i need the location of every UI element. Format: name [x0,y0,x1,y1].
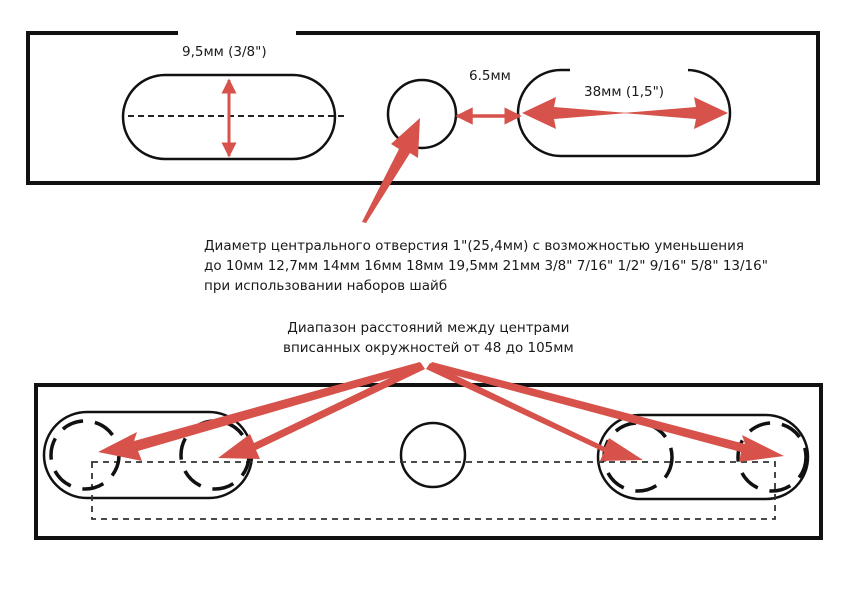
range-line-1: Диапазон расстояний между центрами [287,320,570,336]
description-line-3: при использовании наборов шайб [204,278,448,294]
range-description: Диапазон расстояний между центрами вписа… [283,318,574,358]
slot-length-arrow-right [622,97,728,129]
top-right-slot-label-gap [570,66,688,76]
bottom-plate [34,362,823,540]
inscribed-circle-1 [49,419,121,491]
inscribed-circle-4 [736,421,808,493]
description-line-2: до 10мм 12,7мм 14мм 16мм 18мм 19,5мм 21м… [204,258,768,274]
bottom-right-slot [596,413,810,501]
top-plate-outline [26,31,820,185]
gap-label: 6.5мм [466,67,514,85]
top-left-slot [121,73,337,161]
bottom-center-hole [399,421,467,489]
top-plate [26,30,820,223]
center-hole-description: Диаметр центрального отверстия 1"(25,4мм… [204,236,768,296]
center-hole-leader-arrow [362,118,420,223]
slot-length-arrow-left [522,97,628,129]
slot-width-label: 9,5мм (3/8") [179,43,270,61]
description-line-1: Диаметр центрального отверстия 1"(25,4мм… [204,238,744,254]
slot-length-label: 38мм (1,5") [581,83,668,101]
range-arrow-1 [98,362,424,461]
range-arrow-3 [426,363,643,461]
top-left-slot-label-gap [178,30,296,40]
bottom-dashed-outline [91,461,776,520]
bottom-plate-outline [34,383,823,540]
range-arrow-4 [428,362,784,462]
range-line-2: вписанных окружностей от 48 до 105мм [283,340,574,356]
range-arrow-2 [218,363,425,459]
